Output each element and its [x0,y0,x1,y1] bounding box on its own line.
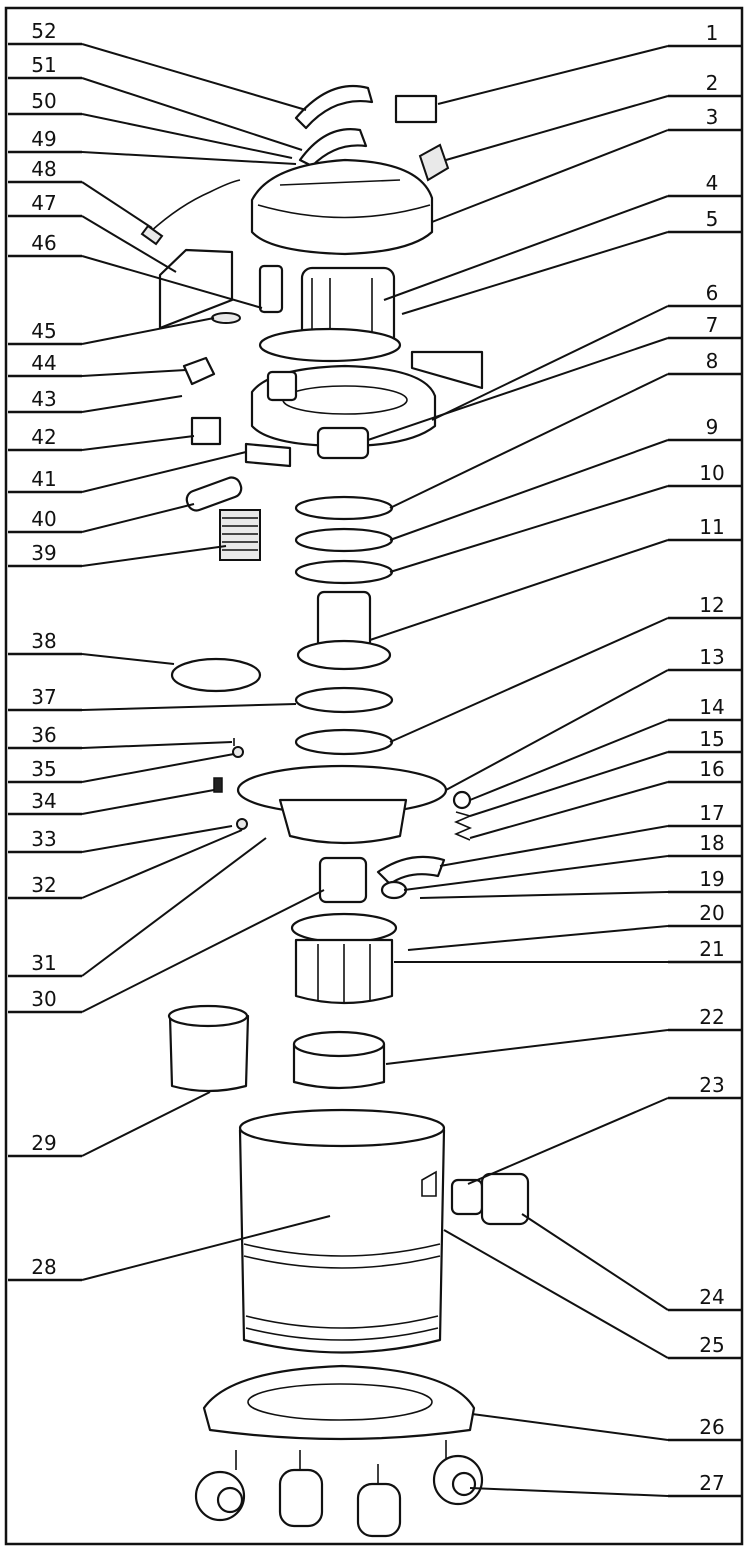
part-18-float [380,880,408,900]
callout-31: 31 [31,951,56,975]
callout-45: 45 [31,319,56,343]
callout-48: 48 [31,157,56,181]
callout-4: 4 [706,171,719,195]
diagram-frame [4,6,744,1546]
callout-2: 2 [706,71,719,95]
callout-42: 42 [31,425,56,449]
callout-34: 34 [31,789,56,813]
part-37-ring [294,686,394,714]
callout-46: 46 [31,231,56,255]
callout-11: 11 [699,515,724,539]
callout-25: 25 [699,1333,724,1357]
part-24-elbow [480,1172,530,1226]
callout-52: 52 [31,19,56,43]
parts [140,84,530,1538]
callouts-left: 52 51 50 49 48 47 46 45 44 43 42 41 [8,19,331,1282]
callout-9: 9 [706,415,719,439]
part-6-housing [250,364,437,448]
callout-36: 36 [31,723,56,747]
callout-16: 16 [699,757,724,781]
part-38-disc [170,657,262,693]
callout-8: 8 [706,349,719,373]
callout-38: 38 [31,629,56,653]
callout-21: 21 [699,937,724,961]
callout-29: 29 [31,1131,56,1155]
part-10-ring [294,559,394,585]
callout-41: 41 [31,467,56,491]
callout-15: 15 [699,727,724,751]
callout-14: 14 [699,695,724,719]
part-32 [236,818,248,830]
callout-12: 12 [699,593,724,617]
callout-37: 37 [31,685,56,709]
callout-17: 17 [699,801,724,825]
part-16-spring [453,811,473,841]
callout-32: 32 [31,873,56,897]
callout-49: 49 [31,127,56,151]
part-41-piece [244,442,292,468]
part-26-base [202,1364,476,1441]
callout-51: 51 [31,53,56,77]
callout-50: 50 [31,89,56,113]
part-34 [213,777,223,793]
handle-top [294,84,374,130]
part-14 [452,790,472,810]
part-7-sleeve [316,426,370,460]
callout-23: 23 [699,1073,724,1097]
callout-19: 19 [699,867,724,891]
handle-lower [298,128,368,168]
part-1-block [394,94,438,124]
part-12-ring [294,728,394,756]
callout-40: 40 [31,507,56,531]
part-44-switch [182,356,216,386]
callout-35: 35 [31,757,56,781]
callout-44: 44 [31,351,56,375]
callout-3: 3 [706,105,719,129]
callout-28: 28 [31,1255,56,1279]
callout-5: 5 [706,207,719,231]
part-29-filter [168,1014,250,1093]
part-23-inlet [450,1178,484,1216]
callout-18: 18 [699,831,724,855]
callout-20: 20 [699,901,724,925]
callout-39: 39 [31,541,56,565]
callout-33: 33 [31,827,56,851]
callout-26: 26 [699,1415,724,1439]
callout-13: 13 [699,645,724,669]
callout-24: 24 [699,1285,724,1309]
callout-27: 27 [699,1471,724,1495]
part-8-ring [294,495,394,521]
part-2-switch [418,143,450,182]
callout-1: 1 [706,21,719,45]
callout-6: 6 [706,281,719,305]
part-40-gasket [185,476,243,512]
part-35 [232,746,244,758]
part-3-cover [250,158,434,256]
part-9-ring [294,527,394,553]
part-46-capacitor [258,264,284,314]
part-48-cord [149,179,241,233]
part-30-cylinder [318,856,368,904]
part-11-impeller [316,590,372,650]
callout-43: 43 [31,387,56,411]
callouts-right: 1 2 3 4 5 6 7 8 9 10 11 12 13 [367,21,742,1498]
callout-22: 22 [699,1005,724,1029]
part-side-plate [410,350,484,390]
callout-10: 10 [699,461,724,485]
part-21-cage [290,912,398,944]
part-28-tank [238,1128,446,1354]
part-45-washer [211,312,241,324]
part-42-block [190,416,222,446]
callout-30: 30 [31,987,56,1011]
part-17-clip [376,855,446,886]
callout-47: 47 [31,191,56,215]
callout-7: 7 [706,313,719,337]
part-27-casters [194,1440,484,1538]
